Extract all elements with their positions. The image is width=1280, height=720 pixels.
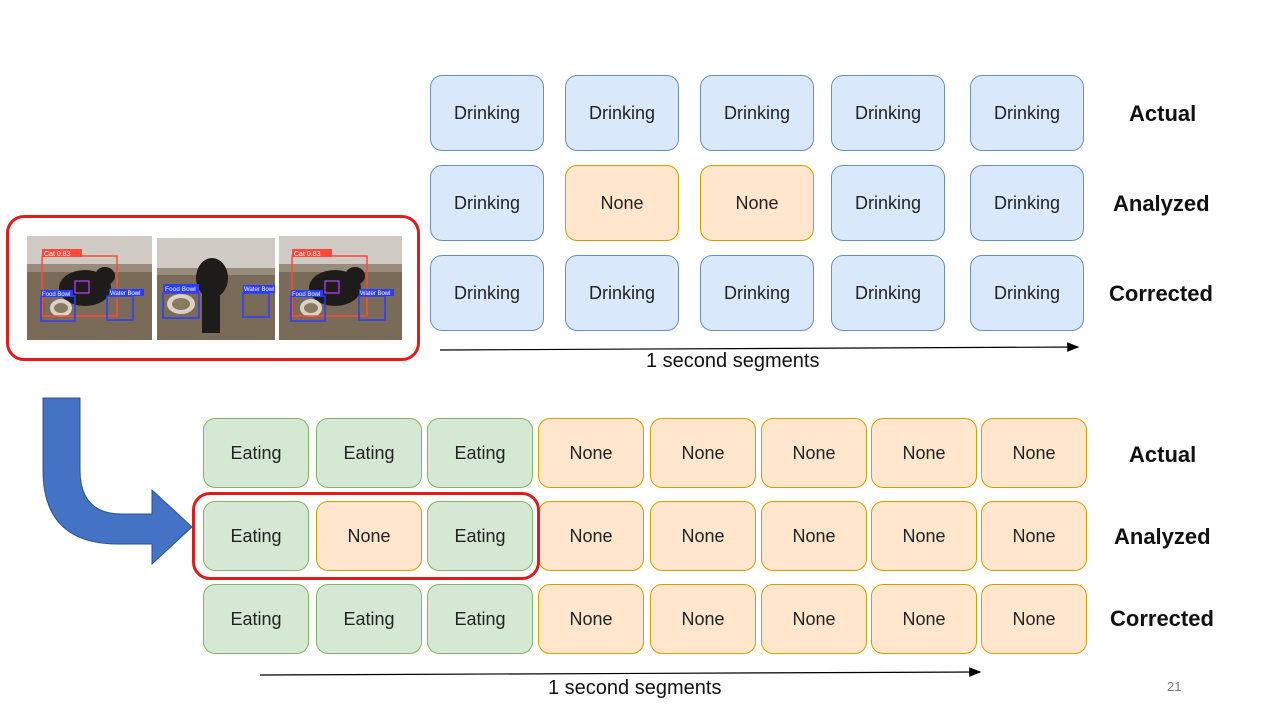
thumb3-food-label: Food Bowl [292, 292, 320, 298]
bottom-row-label-analyzed: Analyzed [1114, 524, 1211, 549]
thumb2-food-label: Food Bowl [165, 286, 196, 293]
top-axis-label: 1 second segments [646, 350, 820, 372]
bottom-cell-r2-c7: None [871, 501, 977, 571]
thumb3-water-label: Water Bowl [360, 291, 390, 297]
video-frame-3: Cat 0.83 Food Bowl Water Bowl [279, 236, 402, 340]
top-cell-r3-c2: Drinking [565, 255, 679, 331]
bottom-row-label-actual: Actual [1129, 442, 1197, 467]
top-cell-r2-c3: None [700, 165, 814, 241]
bottom-cell-r3-c3: Eating [427, 584, 533, 654]
bottom-cell-r1-c8: None [981, 418, 1087, 488]
bottom-cell-r1-c2: Eating [316, 418, 422, 488]
thumb1-cat-label: Cat 0.83 [44, 251, 71, 258]
top-row-label-corrected: Corrected [1109, 281, 1213, 306]
curved-arrow-icon [42, 397, 193, 566]
bottom-cell-r1-c1: Eating [203, 418, 309, 488]
top-cell-r2-c2: None [565, 165, 679, 241]
bottom-cell-r3-c7: None [871, 584, 977, 654]
thumb1-food-label: Food Bowl [42, 292, 70, 298]
bottom-cell-r2-c2: None [316, 501, 422, 571]
top-cell-r3-c4: Drinking [831, 255, 945, 331]
bottom-cell-r1-c5: None [650, 418, 756, 488]
top-cell-r1-c3: Drinking [700, 75, 814, 151]
bottom-axis-label: 1 second segments [548, 677, 722, 699]
top-cell-r3-c1: Drinking [430, 255, 544, 331]
bottom-cell-r3-c8: None [981, 584, 1087, 654]
top-cell-r2-c1: Drinking [430, 165, 544, 241]
bottom-cell-r2-c3: Eating [427, 501, 533, 571]
bottom-cell-r1-c4: None [538, 418, 644, 488]
top-cell-r1-c5: Drinking [970, 75, 1084, 151]
top-cell-r1-c2: Drinking [565, 75, 679, 151]
bottom-cell-r3-c5: None [650, 584, 756, 654]
bottom-cell-r1-c7: None [871, 418, 977, 488]
top-cell-r2-c4: Drinking [831, 165, 945, 241]
bottom-cell-r2-c6: None [761, 501, 867, 571]
top-timeline-arrow [439, 342, 1080, 352]
thumb2-water-label: Water Bowl [244, 287, 274, 293]
bottom-cell-r3-c4: None [538, 584, 644, 654]
bottom-cell-r2-c1: Eating [203, 501, 309, 571]
bottom-cell-r2-c8: None [981, 501, 1087, 571]
bottom-cell-r2-c5: None [650, 501, 756, 571]
thumbnail-highlight-frame [6, 215, 420, 361]
top-row-label-analyzed: Analyzed [1113, 191, 1210, 216]
thumb1-water-label: Water Bowl [110, 291, 140, 297]
video-frame-1: Cat 0.83 Food Bowl Water Bowl [27, 236, 152, 340]
top-row-label-actual: Actual [1129, 101, 1197, 126]
analyzed-error-highlight [192, 492, 540, 580]
thumb3-cat-label: Cat 0.83 [294, 251, 321, 258]
page-number: 21 [1167, 679, 1182, 694]
top-cell-r1-c4: Drinking [831, 75, 945, 151]
top-cell-r2-c5: Drinking [970, 165, 1084, 241]
bottom-cell-r3-c2: Eating [316, 584, 422, 654]
bottom-cell-r3-c6: None [761, 584, 867, 654]
video-frame-2: Food Bowl Water Bowl [157, 238, 275, 340]
bottom-cell-r1-c3: Eating [427, 418, 533, 488]
bottom-cell-r3-c1: Eating [203, 584, 309, 654]
top-cell-r3-c5: Drinking [970, 255, 1084, 331]
top-cell-r1-c1: Drinking [430, 75, 544, 151]
bottom-timeline-arrow [259, 667, 982, 677]
bottom-cell-r1-c6: None [761, 418, 867, 488]
top-cell-r3-c3: Drinking [700, 255, 814, 331]
bottom-row-label-corrected: Corrected [1110, 606, 1214, 631]
